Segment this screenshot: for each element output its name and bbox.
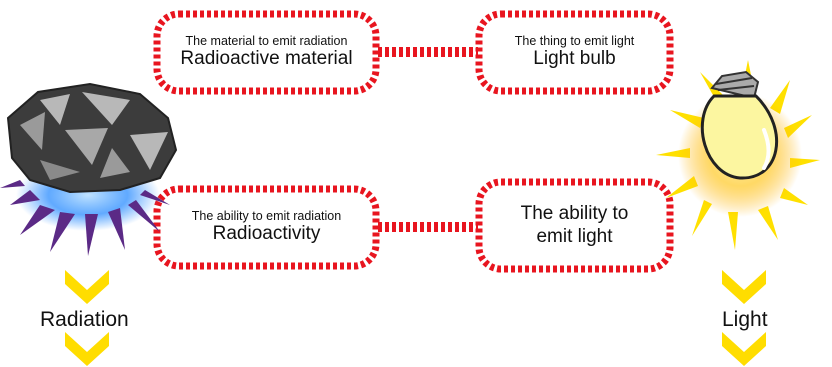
box-radioactivity: The ability to emit radiation Radioactiv…: [163, 195, 370, 260]
radiation-label: Radiation: [40, 308, 129, 331]
light-label: Light: [722, 308, 768, 331]
box-light-bulb-frame: [475, 10, 674, 95]
box-light-bulb: The thing to emit light Light bulb: [485, 20, 664, 85]
box-label-line2: emit light: [536, 225, 613, 247]
light-bulb-icon: [656, 60, 820, 250]
box-ability-light-frame: [475, 178, 674, 273]
radioactive-rock-icon: [0, 82, 178, 256]
box-label: Light bulb: [533, 48, 616, 70]
down-chevron-icon: [65, 270, 109, 366]
box-radioactivity-frame: [153, 185, 380, 270]
box-caption: The material to emit radiation: [185, 33, 348, 48]
box-radioactive-material: The material to emit radiation Radioacti…: [163, 20, 370, 85]
box-label-line1: The ability to: [520, 202, 629, 224]
box-label: Radioactivity: [212, 223, 321, 245]
box-caption: The thing to emit light: [514, 33, 635, 48]
box-radioactive-material-frame: [153, 10, 380, 95]
down-chevron-icon: [722, 270, 766, 366]
box-ability-light: The ability to emit light: [485, 188, 664, 263]
box-caption: The ability to emit radiation: [191, 208, 342, 223]
box-label: Radioactive material: [180, 48, 353, 70]
